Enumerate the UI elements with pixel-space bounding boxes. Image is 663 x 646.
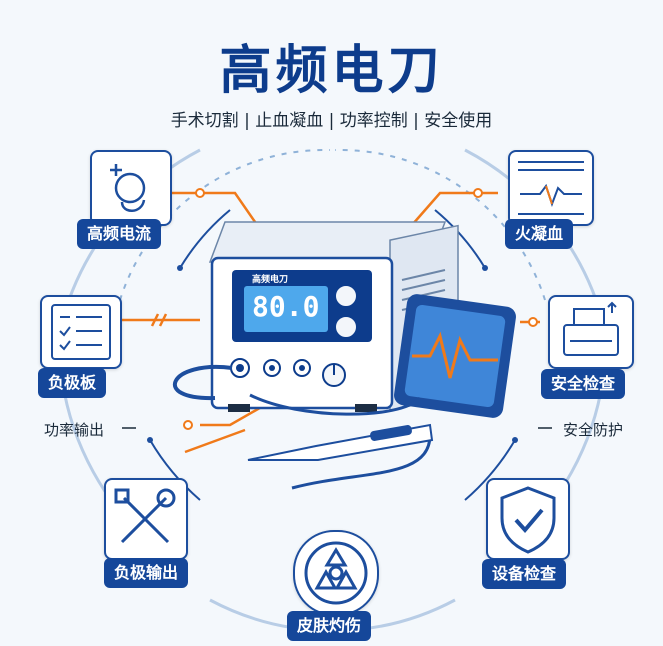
neg-output-card: [104, 478, 188, 560]
power-output-text: 功率输出: [44, 421, 105, 439]
printer-machine-icon: [563, 301, 619, 356]
device-display-value: 80.0: [252, 290, 320, 323]
page-subtitle: 手术切割 | 止血凝血 | 功率控制 | 安全使用: [170, 111, 493, 131]
waveform-monitor-icon: [518, 161, 584, 215]
checklist-document-icon: [51, 304, 111, 360]
safety-protect-text: 安全防护: [563, 421, 624, 439]
neg-output-label: 负极输出: [104, 558, 189, 588]
coag-label: 火凝血: [505, 219, 574, 249]
page-title: 高频电刀: [219, 41, 444, 101]
safety-check-label: 安全检查: [541, 369, 626, 399]
device-check-card: [486, 478, 570, 560]
radiation-symbol-icon: [304, 541, 368, 605]
tools-icon: [114, 488, 176, 544]
neg-plate-label: 负极板: [38, 368, 107, 398]
shield-check-icon: [500, 486, 556, 554]
skin-burn-label: 皮肤灼伤: [287, 611, 372, 641]
skin-burn-card: [293, 530, 379, 616]
safety-check-card: [548, 295, 634, 369]
hf-current-card: [90, 150, 172, 226]
device-brand-label: 高频电刀: [252, 275, 289, 285]
hand-current-icon: [110, 164, 146, 212]
hf-current-label: 高频电流: [77, 219, 162, 249]
coag-card: [508, 150, 594, 226]
neg-plate-card: [40, 295, 122, 369]
device-check-label: 设备检查: [482, 559, 567, 589]
